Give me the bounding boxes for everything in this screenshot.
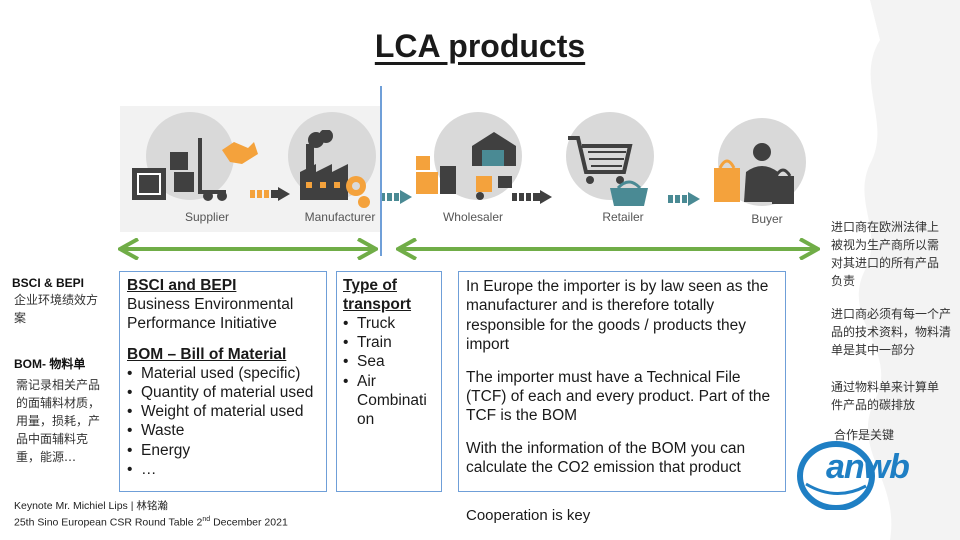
footer: Keynote Mr. Michiel Lips | 林铭瀚 25th Sino…: [14, 499, 288, 530]
bom-title: BOM – Bill of Material: [127, 345, 287, 363]
stage-buyer: [712, 112, 812, 212]
stage-label: Manufacturer: [304, 210, 376, 224]
transport-title: Type of transport: [343, 277, 412, 313]
factory-icon: [300, 130, 370, 208]
importer-paragraph-1: In Europe the importer is by law seen as…: [466, 278, 769, 354]
shopping-bags-icon: [714, 143, 794, 204]
stage-wholesaler: [416, 112, 522, 212]
flow-arrow-icon: [668, 192, 700, 206]
stage-label: Retailer: [602, 210, 644, 224]
bom-cn-text: 需记录相关产品的面辅料材质，用量，损耗，产品中面辅料克重，能源…: [16, 378, 101, 464]
cooperation-text: Cooperation is key: [466, 507, 591, 524]
shopping-cart-icon: [568, 136, 648, 206]
flow-arrow-icon: [380, 190, 412, 204]
supplier-icon: [132, 138, 258, 201]
bsci-label: BSCI & BEPI: [12, 276, 85, 290]
importer-paragraph-2: The importer must have a Technical File …: [466, 368, 771, 425]
bom-list: Material used (specific) Quantity of mat…: [127, 364, 319, 479]
stage-label: Wholesaler: [442, 210, 504, 224]
importer-cn-note: 进口商在欧洲法律上被视为生产商所以需对其进口的所有产品负责: [831, 220, 940, 288]
list-item: Sea: [343, 352, 435, 371]
stage-retailer: [560, 112, 660, 212]
warehouse-icon: [416, 132, 516, 200]
list-item: Train: [343, 333, 435, 352]
footer-speaker: Keynote Mr. Michiel Lips | 林铭瀚: [14, 500, 168, 512]
double-arrow-icon: [396, 238, 820, 260]
list-item: …: [127, 460, 319, 479]
stage-label: Buyer: [751, 212, 783, 226]
stage-label: Supplier: [184, 210, 230, 224]
bsci-bom-box: BSCI and BEPI Business Environmental Per…: [119, 271, 327, 492]
list-item: Quantity of material used: [127, 383, 319, 402]
list-item: Truck: [343, 314, 435, 333]
bom-label: BOM- 物料单: [14, 357, 86, 371]
transport-box: Type of transport Truck Train Sea Air Co…: [336, 271, 442, 492]
page-title: LCA products: [374, 28, 586, 64]
importer-box: In Europe the importer is by law seen as…: [458, 271, 786, 492]
bom-co2-cn-note: 通过物料单来计算单件产品的碳排放: [831, 380, 940, 412]
anwb-logo: anwb: [796, 440, 928, 511]
flow-arrow-icon: [250, 187, 290, 201]
list-item: Air: [343, 372, 435, 391]
flow-arrow-icon: [512, 190, 552, 204]
bsci-cn-text: 企业环境绩效方案: [14, 293, 99, 325]
double-arrow-icon: [118, 238, 378, 260]
list-item: Combination: [343, 391, 435, 429]
footer-event: 25th Sino European CSR Round Table 2nd D…: [14, 516, 288, 529]
cooperation-cn-note: 合作是关键: [834, 428, 895, 442]
stage-divider: [380, 86, 382, 256]
list-item: Energy: [127, 441, 319, 460]
anwb-logo-text: anwb: [826, 448, 910, 486]
importer-paragraph-3: With the information of the BOM you can …: [466, 439, 746, 477]
stage-supplier: [132, 112, 258, 212]
anwb-logo-mark: [797, 441, 875, 511]
transport-list: Truck Train Sea Air Combination: [343, 314, 435, 429]
stage-manufacturer: [282, 112, 382, 212]
list-item: Waste: [127, 421, 319, 440]
bsci-title: BSCI and BEPI: [127, 277, 237, 294]
list-item: Material used (specific): [127, 364, 319, 383]
list-item: Weight of material used: [127, 402, 319, 421]
bsci-description: Business Environmental Performance Initi…: [127, 296, 294, 333]
tcf-cn-note: 进口商必须有每一个产品的技术资料，物料清单是其中一部分: [831, 307, 952, 357]
map-background: [858, 0, 960, 540]
